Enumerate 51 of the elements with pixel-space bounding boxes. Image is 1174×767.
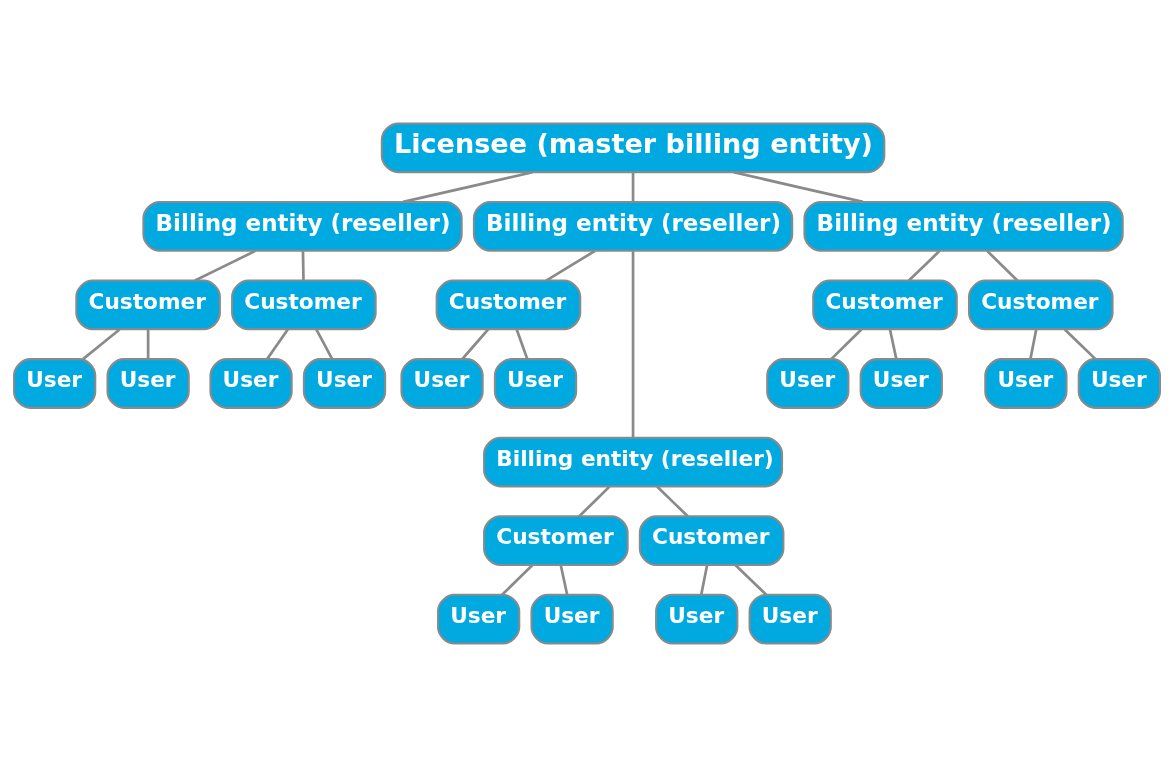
connector xyxy=(559,564,569,596)
node-box: Customer xyxy=(435,279,582,331)
node-box: User xyxy=(436,593,521,645)
node-box: Customer xyxy=(231,279,377,331)
connector xyxy=(733,170,864,204)
connector xyxy=(578,485,611,518)
connector xyxy=(266,328,289,360)
connector xyxy=(146,329,150,360)
node-box: User xyxy=(493,358,578,409)
connector xyxy=(515,329,529,360)
node-box: Billing entity (reseller) xyxy=(483,436,784,488)
connector xyxy=(402,170,533,204)
connector xyxy=(301,250,305,281)
node-box: User xyxy=(530,593,614,645)
node-box: Customer xyxy=(638,515,785,567)
connector xyxy=(656,485,689,518)
node-box: User xyxy=(400,358,484,409)
node-box: Billing entity (reseller) xyxy=(142,200,463,252)
node-box: Customer xyxy=(75,279,221,331)
connector xyxy=(1029,329,1038,360)
node-box: User xyxy=(106,358,190,409)
connector xyxy=(986,249,1019,282)
connector xyxy=(1063,328,1097,361)
connector xyxy=(907,249,941,282)
connector xyxy=(501,564,534,596)
connector xyxy=(699,564,709,596)
connector xyxy=(631,250,635,438)
connector xyxy=(830,328,863,361)
connector xyxy=(194,249,256,282)
node-box: User xyxy=(655,593,739,645)
node-box: User xyxy=(859,358,943,409)
connector xyxy=(545,249,596,282)
node-box: Customer xyxy=(967,279,1114,331)
connector xyxy=(82,328,121,361)
node-box: User xyxy=(302,358,387,409)
node-box: User xyxy=(1077,358,1161,409)
connector xyxy=(631,172,635,202)
node-box: Customer xyxy=(483,515,629,567)
node-box: Licensee (master billing entity) xyxy=(380,122,886,174)
node-box: User xyxy=(984,358,1068,409)
node-box: User xyxy=(209,358,293,409)
node-box: Customer xyxy=(812,279,958,331)
connector xyxy=(461,328,490,360)
node-box: Billing entity (reseller) xyxy=(803,200,1124,252)
connector xyxy=(888,329,898,360)
connector xyxy=(315,328,334,360)
connector xyxy=(734,564,768,596)
node-box: Billing entity (reseller) xyxy=(472,200,794,252)
node-box: User xyxy=(766,358,850,409)
node-box: User xyxy=(748,593,832,645)
node-box: User xyxy=(13,358,97,409)
